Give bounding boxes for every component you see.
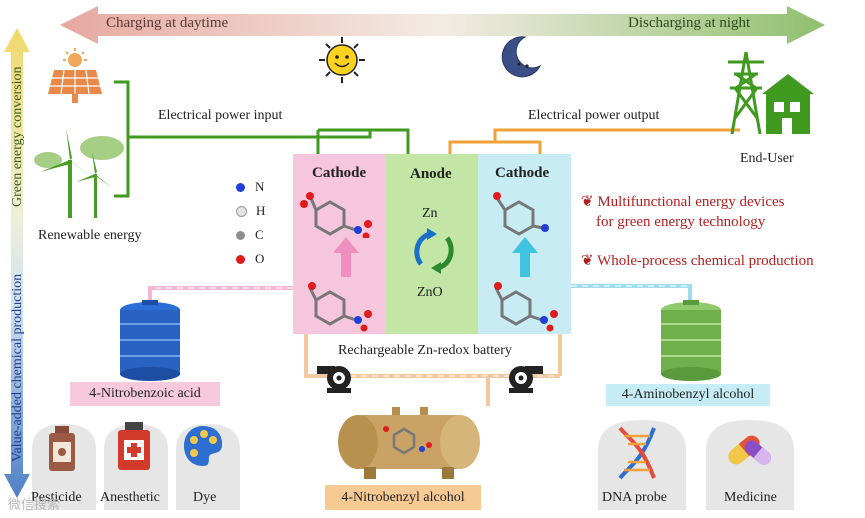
dna-icon xyxy=(618,426,656,480)
legend-symbol: C xyxy=(255,227,264,242)
aminobenzyl-molecule xyxy=(493,192,549,236)
note-multifunctional: ❦ Multifunctional energy devices xyxy=(581,192,785,211)
legend-item: O xyxy=(236,247,265,271)
legend-item: C xyxy=(236,223,265,247)
dye-label: Dye xyxy=(193,490,217,505)
anode-cell xyxy=(386,154,478,334)
hydrogen-atom-icon xyxy=(236,205,247,217)
anesthetic-bottle-icon xyxy=(118,422,150,470)
charging-label: Charging at daytime xyxy=(106,15,229,31)
renewable-bracket xyxy=(114,80,142,198)
discharging-label: Discharging at night xyxy=(628,15,751,31)
cathode-left-heading: Cathode xyxy=(312,165,367,181)
zn-label: Zn xyxy=(422,206,438,221)
pesticide-bottle-icon xyxy=(49,426,75,471)
zn-cycle-arrows-icon xyxy=(414,228,454,274)
nitrobenzyl-alcohol-label: 4-Nitrobenzyl alcohol xyxy=(325,485,481,510)
legend-symbol: H xyxy=(256,203,266,218)
power-wires xyxy=(140,128,740,154)
zno-label: ZnO xyxy=(417,285,443,300)
pump-right-icon xyxy=(509,366,543,393)
bullet-icon: ❦ xyxy=(581,194,594,210)
legend-symbol: O xyxy=(255,251,265,266)
end-user-label: End-User xyxy=(740,151,794,166)
green-energy-label: Green energy conversion xyxy=(10,66,25,207)
power-input-label: Electrical power input xyxy=(158,108,283,123)
cathode-left-cell xyxy=(293,154,386,334)
nitrobenzyl-molecule-right xyxy=(494,282,558,332)
note-text: Whole-process chemical production xyxy=(597,253,814,269)
carbon-atom-icon xyxy=(236,230,245,240)
nitrobenzoic-molecule xyxy=(300,192,372,238)
bullet-icon: ❦ xyxy=(581,253,594,269)
pink-up-arrow xyxy=(333,237,359,277)
power-output-label: Electrical power output xyxy=(528,108,660,123)
atom-legend: N H C O xyxy=(236,175,265,271)
dye-palette-icon xyxy=(184,426,223,466)
pesticide-label: Pesticide xyxy=(31,490,82,505)
cyan-up-arrow xyxy=(512,237,538,277)
anesthetic-label: Anesthetic xyxy=(100,490,160,505)
cathode-right-heading: Cathode xyxy=(495,165,550,181)
chemical-production-label: Value-added chemical production xyxy=(10,273,25,462)
dna-probe-label: DNA probe xyxy=(602,490,667,505)
vertical-process-arrow xyxy=(4,28,30,498)
note-whole-process: ❦ Whole-process chemical production xyxy=(581,251,814,270)
blue-product-tank xyxy=(120,300,180,381)
day-night-arrow xyxy=(60,6,825,44)
nitrogen-atom-icon xyxy=(236,182,245,192)
solar-panel-icon xyxy=(48,48,102,103)
watermark: 微信搜索 xyxy=(8,497,61,512)
legend-item: H xyxy=(236,199,265,223)
medicine-label: Medicine xyxy=(724,490,777,505)
battery-caption: Rechargeable Zn-redox battery xyxy=(338,343,512,358)
legend-symbol: N xyxy=(255,179,265,194)
medicine-capsule-icon xyxy=(728,435,772,465)
nitrobenzyl-molecule-left xyxy=(308,282,372,332)
aminobenzyl-alcohol-label: 4-Aminobenzyl alcohol xyxy=(606,384,770,406)
pump-left-icon xyxy=(317,366,351,393)
end-user-icon xyxy=(728,51,814,135)
renewable-energy-label: Renewable energy xyxy=(38,228,142,243)
nitrobenzoic-acid-label: 4-Nitrobenzoic acid xyxy=(70,382,220,406)
note-green-tech: for green energy technology xyxy=(596,214,766,230)
legend-item: N xyxy=(236,175,265,199)
moon-icon xyxy=(501,36,542,78)
anode-heading: Anode xyxy=(410,166,452,182)
oxygen-atom-icon xyxy=(236,254,245,264)
note-text: Multifunctional energy devices xyxy=(597,194,785,210)
sun-icon xyxy=(319,37,365,83)
wind-turbine-icon xyxy=(34,128,124,218)
feed-tank xyxy=(338,407,480,479)
right-application-arches xyxy=(598,420,794,510)
green-product-tank xyxy=(661,300,721,381)
